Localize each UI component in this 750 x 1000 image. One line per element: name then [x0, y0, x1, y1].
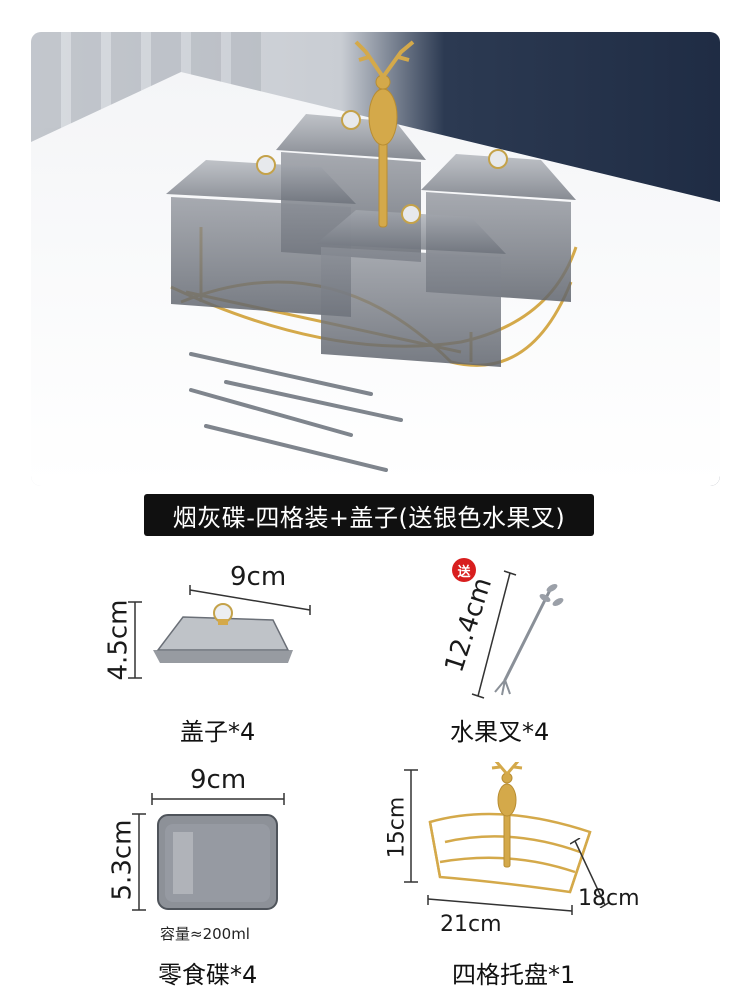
- hero-product-photo: [31, 32, 720, 486]
- dish-height-dimension-line: [132, 813, 146, 911]
- fork-length-dimension-line: [471, 570, 517, 699]
- dish-image: [157, 814, 278, 910]
- fork-image: [494, 584, 564, 696]
- tray-width-dimension-line: [427, 895, 573, 915]
- tray-depth-label: 18cm: [578, 886, 640, 911]
- lid-width-dimension-line: [189, 585, 311, 615]
- product-title-banner: 烟灰碟-四格装+盖子(送银色水果叉): [144, 494, 594, 536]
- tray-width-label: 21cm: [440, 912, 502, 937]
- tray-depth-dimension-line: [570, 838, 610, 908]
- deer-handle: [354, 40, 415, 228]
- fork-caption: 水果叉*4: [450, 718, 550, 746]
- lid-width-label: 9cm: [230, 562, 287, 592]
- tray-caption: 四格托盘*1: [452, 961, 576, 989]
- tray-image: [428, 762, 592, 894]
- gift-badge: 送: [452, 558, 476, 582]
- product-title: 烟灰碟-四格装+盖子(送银色水果叉): [172, 503, 566, 532]
- silver-forks: [189, 352, 403, 472]
- lid-image: [153, 603, 293, 663]
- glass-dishes: [166, 110, 576, 367]
- dish-caption: 零食碟*4: [158, 961, 258, 989]
- lid-height-dimension-line: [128, 601, 142, 679]
- dish-width-dimension-line: [151, 793, 285, 805]
- dish-capacity: 容量≈200ml: [160, 925, 250, 943]
- dish-width-label: 9cm: [190, 765, 247, 795]
- lid-caption: 盖子*4: [180, 718, 256, 746]
- tray-height-dimension-line: [404, 769, 418, 883]
